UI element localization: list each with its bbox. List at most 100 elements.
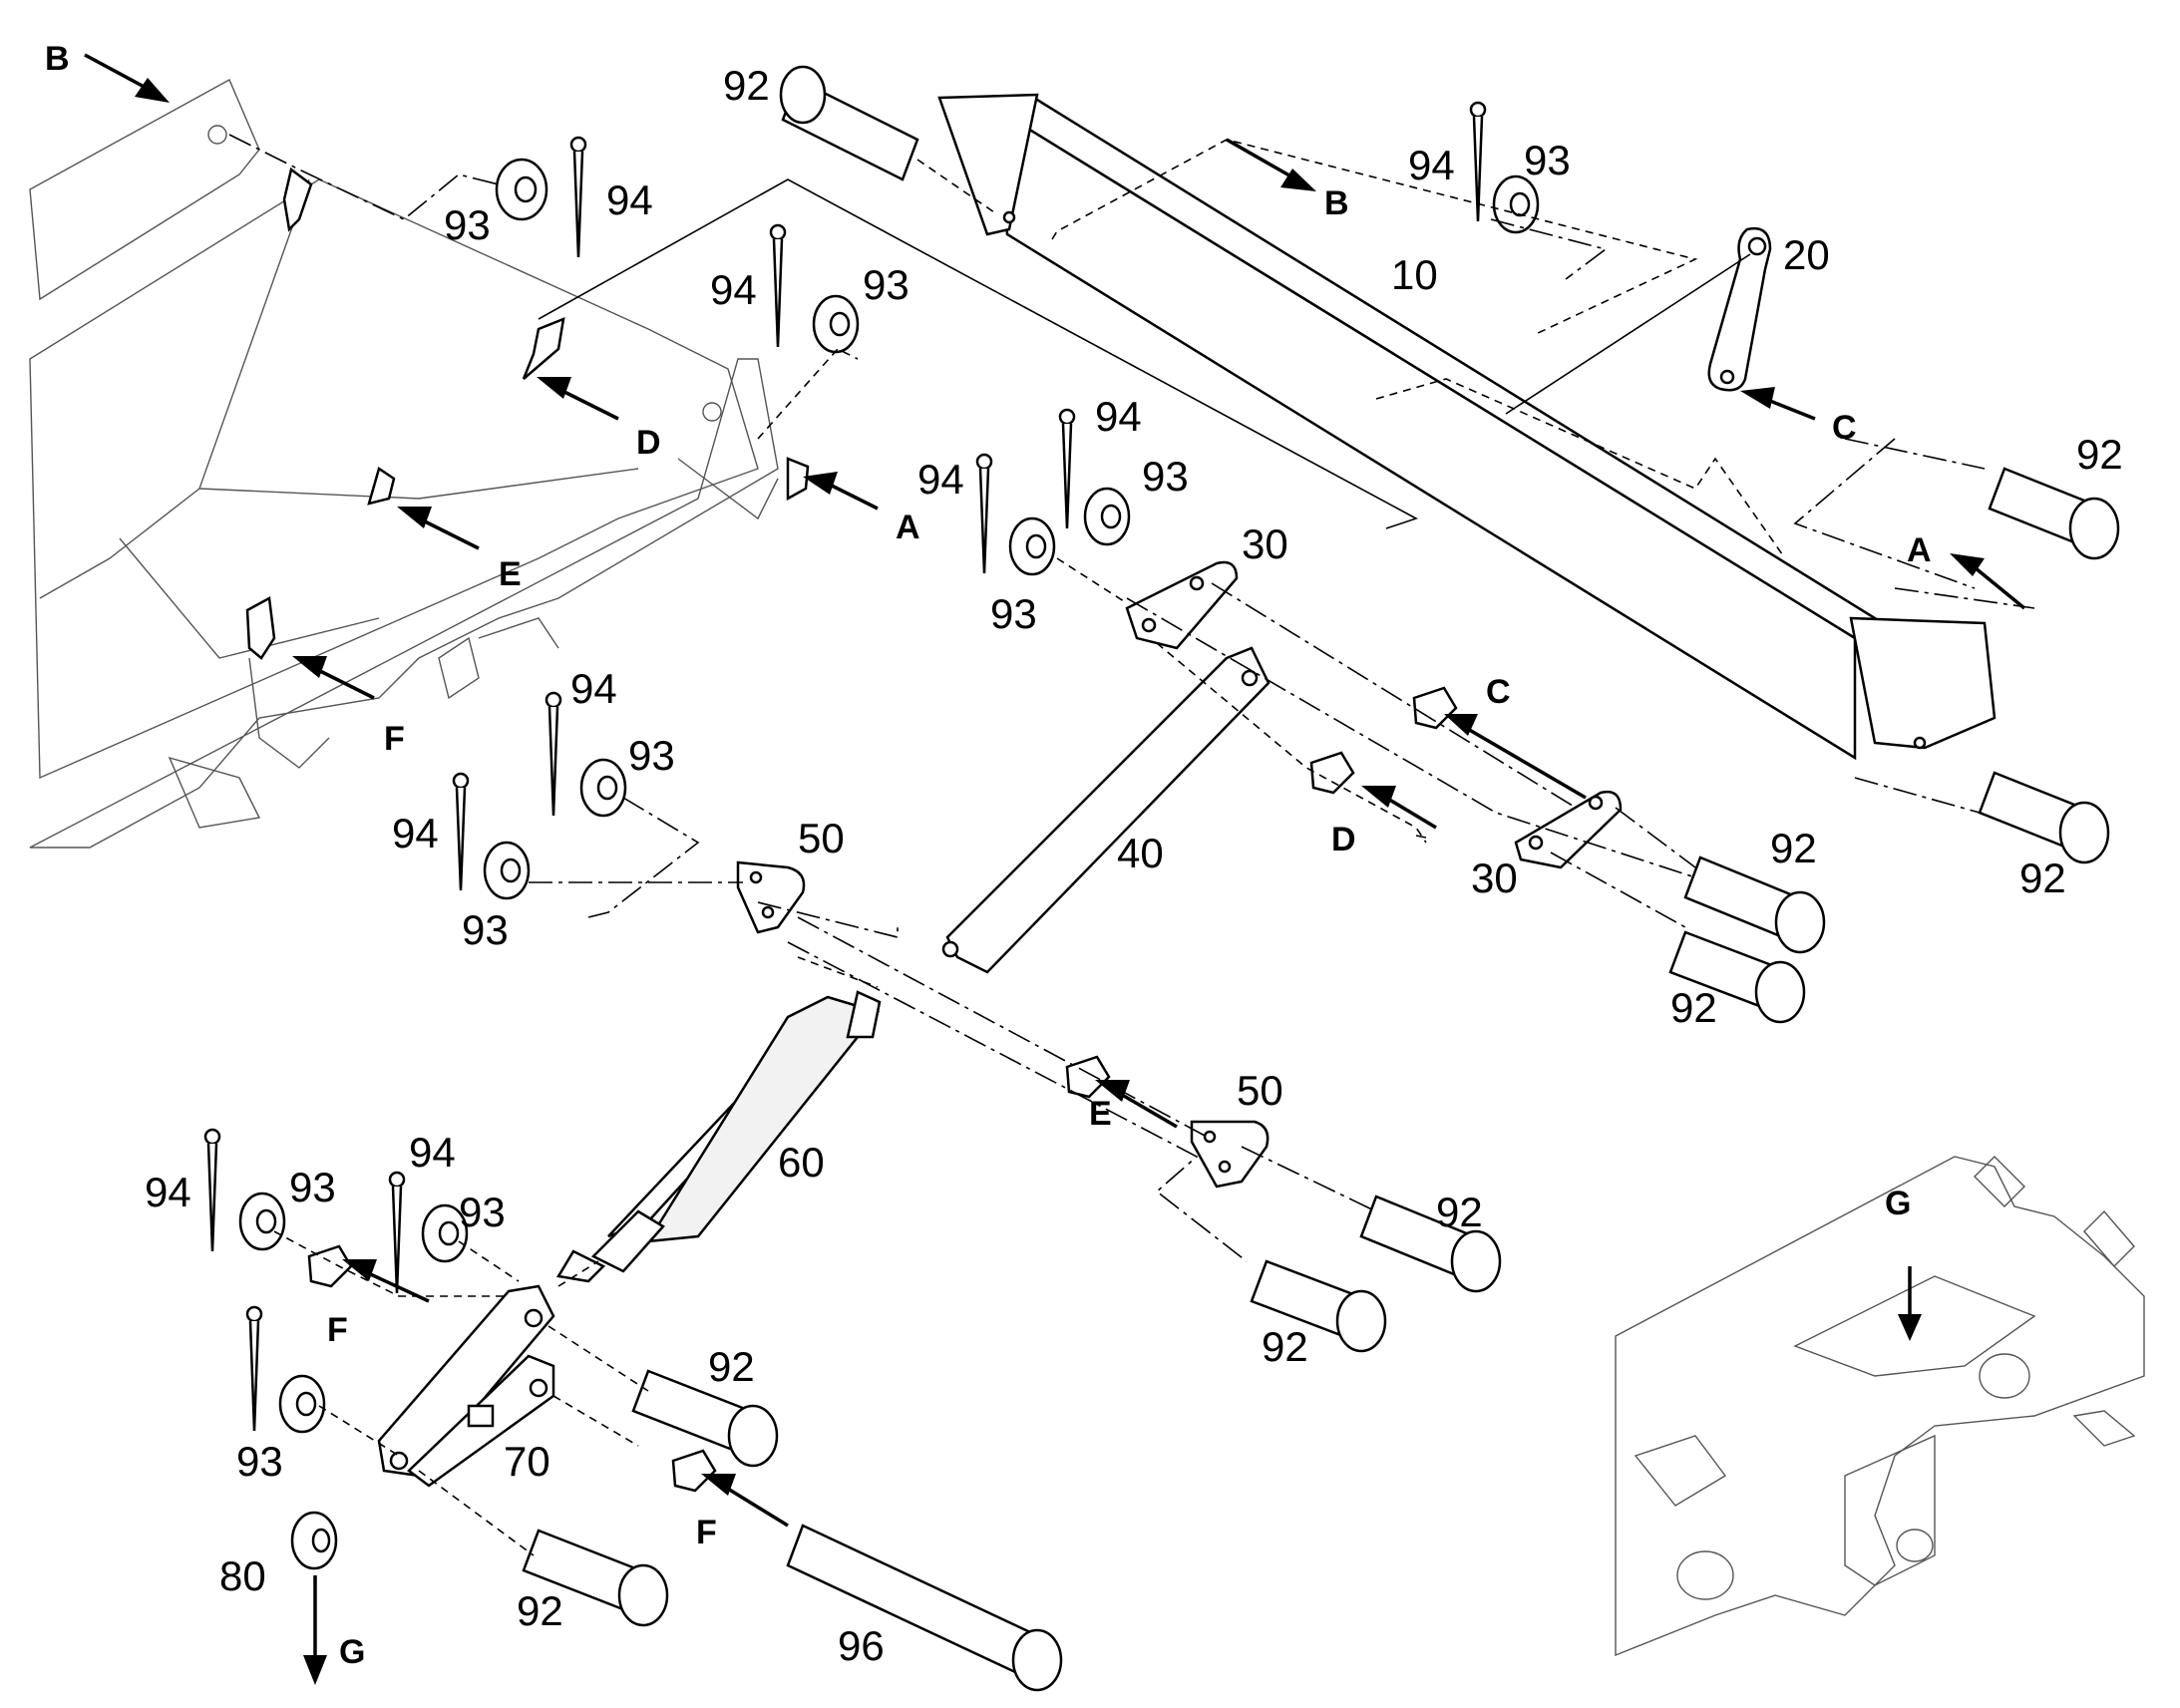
ref-B: B	[45, 40, 70, 78]
pin-92-mid-right-a	[1683, 855, 1826, 954]
washers-93	[238, 158, 1540, 1434]
grease-fittings	[307, 686, 1458, 1493]
pin-96-long	[786, 1524, 1063, 1692]
ref-D: D	[1331, 821, 1356, 858]
label-93: 93	[863, 261, 909, 308]
label-94: 94	[409, 1129, 456, 1176]
part-50-bracket-b	[1190, 1120, 1270, 1189]
arrow-C-fitting	[1444, 714, 1587, 800]
label-20: 20	[1783, 231, 1830, 278]
label-94: 94	[606, 176, 653, 223]
label-94: 94	[1095, 393, 1142, 440]
part-30-plate-a	[1125, 560, 1239, 650]
arrow-F-bottom	[701, 1474, 789, 1528]
arrow-E-fitting	[1095, 1080, 1178, 1129]
label-96: 96	[838, 1622, 885, 1669]
ref-G: G	[339, 1633, 365, 1671]
pin-92-mid-right-b	[1668, 930, 1806, 1024]
arrow-F-left	[342, 1259, 430, 1303]
part-30-plate-b	[1514, 790, 1623, 869]
label-30: 30	[1242, 520, 1288, 567]
label-93: 93	[459, 1189, 506, 1235]
ref-A: A	[1907, 531, 1932, 569]
label-94: 94	[570, 665, 617, 712]
label-40: 40	[1117, 830, 1164, 876]
label-60: 60	[778, 1139, 825, 1186]
cotter-pins-94	[203, 101, 1487, 1432]
arrow-D-fitting	[1361, 786, 1437, 830]
ref-B: B	[1324, 184, 1349, 222]
arrow-A-frame	[803, 472, 879, 511]
label-92: 92	[708, 1343, 755, 1390]
pin-92-center-b	[1250, 1259, 1387, 1353]
label-94: 94	[1408, 142, 1455, 188]
part-50-bracket-a	[736, 860, 806, 934]
label-92: 92	[517, 1587, 563, 1634]
ref-G: G	[1885, 1185, 1911, 1222]
reference-arrows	[84, 53, 2026, 1685]
ref-E: E	[499, 555, 522, 593]
label-92: 92	[1770, 825, 1817, 871]
detail-view-frame	[1615, 1156, 2145, 1657]
label-50: 50	[1237, 1067, 1283, 1114]
pin-92-right-lower	[1978, 771, 2110, 864]
label-92: 92	[1670, 984, 1717, 1031]
ref-A: A	[896, 509, 920, 546]
arrow-G-bottom	[303, 1575, 327, 1685]
pin-92-top-left	[779, 65, 919, 181]
ref-F: F	[696, 1514, 717, 1551]
label-93: 93	[990, 590, 1037, 637]
label-93: 93	[289, 1164, 336, 1210]
ref-D: D	[636, 424, 661, 462]
label-94: 94	[917, 456, 964, 503]
assembly-lines	[228, 134, 2035, 1556]
pin-92-right-upper	[1988, 467, 2120, 560]
label-93: 93	[1142, 453, 1189, 500]
arrow-C-lever	[1740, 387, 1816, 421]
part-60-cylinder	[555, 990, 882, 1283]
pin-92-lower-b	[522, 1529, 669, 1627]
pins-92	[522, 65, 2120, 1627]
ref-F: F	[384, 720, 405, 758]
label-93: 93	[1524, 137, 1571, 183]
label-93: 93	[462, 906, 509, 953]
ref-C: C	[1832, 409, 1857, 447]
label-80: 80	[219, 1552, 266, 1599]
label-30: 30	[1471, 854, 1518, 901]
arrow-E-frame	[397, 507, 480, 550]
arrow-F-frame	[292, 656, 375, 700]
part-10-beam	[937, 93, 1997, 761]
part-20-lever	[1707, 226, 1772, 392]
part-labels: 10 20 30 30 40 50 50 60 70 80 92 92 92 9…	[145, 62, 2123, 1669]
arrow-G-detail	[1898, 1266, 1922, 1341]
pin-92-lower-a	[631, 1369, 779, 1468]
part-40-rod	[941, 646, 1271, 974]
boom-frame-drawing	[29, 79, 810, 849]
label-92: 92	[2076, 431, 2123, 478]
label-94: 94	[710, 266, 757, 313]
label-92: 92	[1436, 1189, 1483, 1235]
ref-E: E	[1089, 1095, 1112, 1133]
label-94: 94	[392, 810, 439, 856]
label-92: 92	[2019, 854, 2066, 901]
arrow-A-right	[1950, 553, 2026, 610]
part-80-washer	[290, 1511, 338, 1570]
ref-C: C	[1486, 673, 1511, 711]
pin-92-center-a	[1359, 1195, 1502, 1293]
label-50: 50	[798, 815, 845, 861]
label-92: 92	[723, 62, 770, 109]
reference-letters: B B A A C C D D E E F F F G G	[45, 40, 1932, 1671]
part-70-link	[377, 1284, 555, 1488]
label-10: 10	[1391, 251, 1438, 298]
arrow-D-frame	[537, 377, 619, 421]
label-93: 93	[236, 1438, 283, 1485]
label-92: 92	[1262, 1323, 1308, 1370]
arrow-B-top-left	[84, 53, 170, 103]
label-94: 94	[145, 1169, 191, 1215]
label-70: 70	[504, 1438, 550, 1485]
label-93: 93	[628, 732, 675, 779]
arrow-B-beam	[1226, 138, 1316, 191]
label-93: 93	[444, 201, 491, 248]
ref-F: F	[327, 1311, 348, 1349]
